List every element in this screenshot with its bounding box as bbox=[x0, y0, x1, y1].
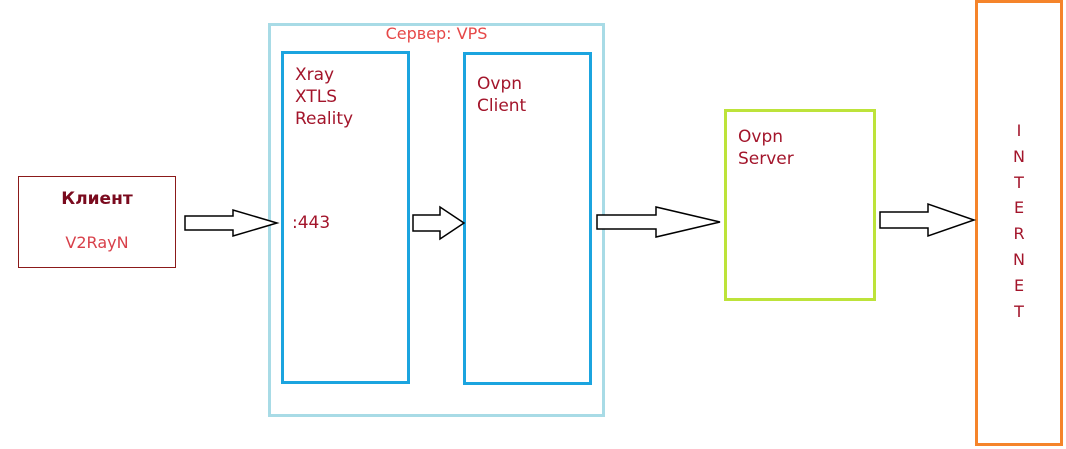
ovpn-server-box: Ovpn Server bbox=[724, 109, 876, 301]
ovpn-client-label: Ovpn Client bbox=[477, 74, 527, 117]
xray-box: Xray XTLS Reality :443 bbox=[281, 51, 410, 384]
internet-box: I N T E R N E T bbox=[975, 0, 1063, 446]
xray-label: Xray XTLS Reality bbox=[295, 65, 354, 130]
arrow-ovpn-client-to-ovpn-server bbox=[596, 206, 721, 238]
client-app-label: V2RayN bbox=[65, 233, 129, 252]
ovpn-server-label: Ovpn Server bbox=[738, 127, 794, 170]
client-box: Клиент V2RayN bbox=[18, 176, 176, 268]
vps-server-title: Сервер: VPS bbox=[385, 24, 488, 43]
arrow-xray-to-ovpn-client bbox=[412, 205, 466, 241]
client-title: Клиент bbox=[61, 189, 133, 209]
xray-port-label: :443 bbox=[292, 213, 331, 233]
internet-label: I N T E R N E T bbox=[1013, 121, 1025, 321]
arrow-ovpn-server-to-internet bbox=[879, 202, 977, 238]
arrow-client-to-xray bbox=[184, 208, 280, 238]
ovpn-client-box: Ovpn Client bbox=[463, 52, 592, 385]
